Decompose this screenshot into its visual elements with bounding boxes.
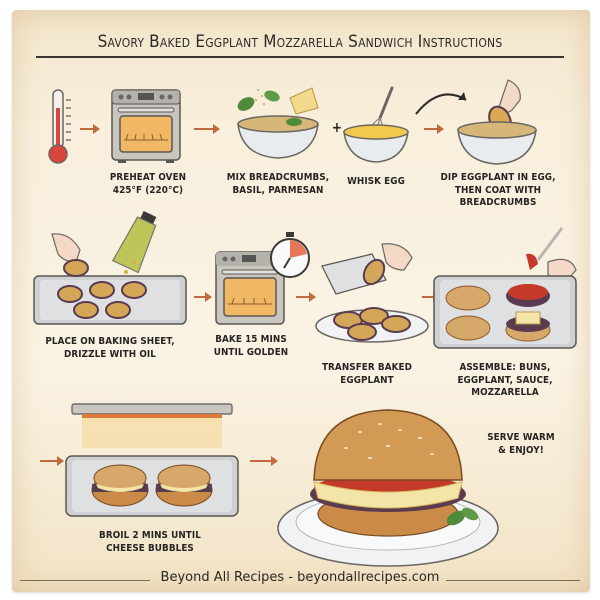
step-arrow	[194, 292, 212, 302]
step-10-label: SERVE WARM & ENJOY!	[487, 432, 555, 456]
page-title: Savory Baked Eggplant Mozzarella Sandwic…	[97, 32, 503, 52]
breadcrumb-bowl-icon	[237, 87, 319, 159]
finished-sandwich-icon	[277, 409, 499, 567]
step-8-label: ASSEMBLE: BUNS, EGGPLANT, SAUCE, MOZZARE…	[457, 362, 553, 398]
footer-credit: Beyond All Recipes - beyondallrecipes.co…	[160, 570, 440, 585]
step-5-label: PLACE ON BAKING SHEET, DRIZZLE WITH OIL	[45, 336, 175, 360]
curved-arrow	[415, 92, 467, 115]
dip-eggplant-icon	[457, 79, 537, 165]
thermometer-icon	[48, 89, 71, 164]
footer-rule-left	[20, 580, 150, 581]
step-9-label: BROIL 2 MINS UNTIL CHEESE BUBBLES	[99, 530, 201, 554]
footer-rule-right	[446, 580, 580, 581]
step-arrow	[424, 124, 444, 134]
oven-icon	[111, 89, 181, 163]
broiler-tray-icon	[65, 403, 239, 517]
step-7-label: TRANSFER BAKED EGGPLANT	[321, 362, 413, 386]
step-arrow	[250, 456, 278, 466]
step-1-label: PREHEAT OVEN 425°F (220°C)	[109, 172, 187, 196]
step-6-label: BAKE 15 MINS UNTIL GOLDEN	[213, 334, 289, 358]
step-arrow	[40, 456, 64, 466]
whisk-bowl-icon	[343, 86, 409, 163]
step-3-label: WHISK EGG	[347, 176, 405, 187]
step-arrow	[296, 292, 316, 302]
plate-of-eggplant-icon	[315, 243, 429, 343]
oven-with-timer-icon	[215, 232, 310, 325]
step-arrow	[194, 124, 220, 134]
step-arrow	[80, 124, 100, 134]
step-2-label: MIX BREADCRUMBS, BASIL, PARMESAN	[226, 172, 330, 196]
plus-sign: +	[331, 120, 343, 136]
assemble-sandwiches-icon	[433, 227, 577, 349]
baking-sheet-oil-icon	[33, 211, 187, 325]
step-4-label: DIP EGGPLANT IN EGG, THEN COAT WITH BREA…	[440, 172, 556, 208]
title-underline	[36, 56, 564, 58]
